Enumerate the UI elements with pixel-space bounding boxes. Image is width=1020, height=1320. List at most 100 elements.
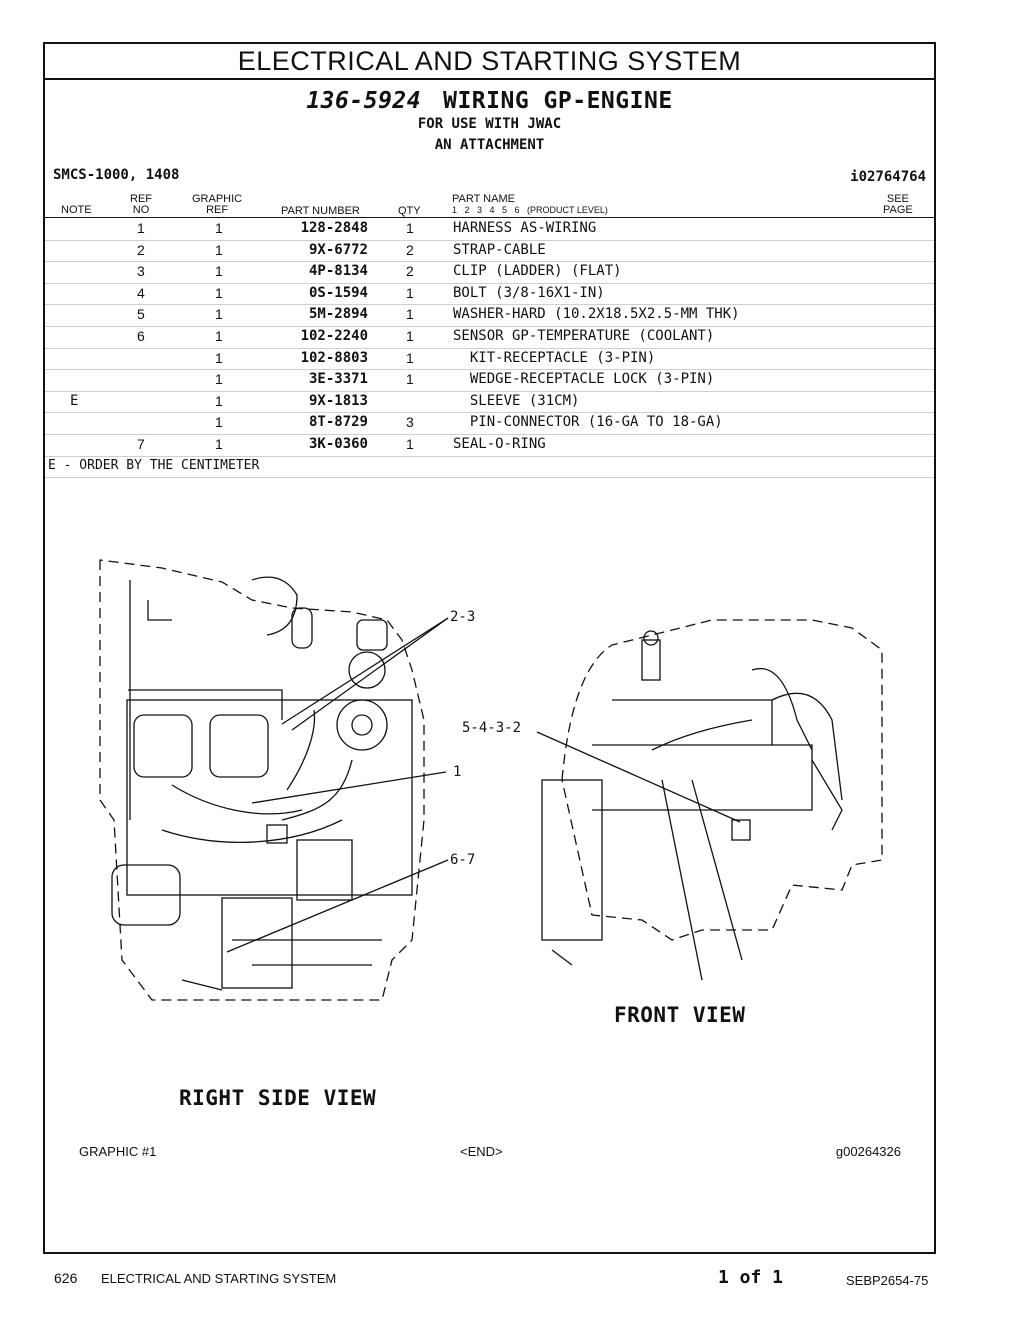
smcs-code: SMCS-1000, 1408 <box>53 167 180 183</box>
row-qty: 3 <box>406 414 414 431</box>
row-graphic-ref: 1 <box>215 392 223 409</box>
header-part-number: PART NUMBER <box>281 205 360 217</box>
group-subtitle-2: AN ATTACHMENT <box>434 137 545 153</box>
header-rule <box>45 217 934 218</box>
header-see-line2: PAGE <box>883 204 913 216</box>
table-row: 1 102-8803 1 KIT-RECEPTACLE (3-PIN) <box>45 348 934 371</box>
row-part-number: 128-2848 <box>300 220 368 236</box>
row-part-name: STRAP-CABLE <box>453 241 546 258</box>
table-row: 2 1 9X-6772 2 STRAP-CABLE <box>45 240 934 263</box>
row-part-number: 9X-6772 <box>308 241 368 258</box>
row-qty: 1 <box>406 328 414 344</box>
header-note: NOTE <box>61 204 92 216</box>
row-ref: 6 <box>137 328 145 344</box>
header-part-name-line1: PART NAME <box>452 193 515 205</box>
callout-1: 1 <box>453 764 462 780</box>
row-qty: 1 <box>406 436 414 452</box>
row-part-number: 102-2240 <box>300 328 368 344</box>
table-row: E 1 9X-1813 SLEEVE (31CM) <box>45 391 934 414</box>
header-part-name: PART NAME 1 2 3 4 5 6 (PRODUCT LEVEL) <box>452 194 608 216</box>
header-graphic-ref: GRAPHIC REF <box>192 194 242 216</box>
row-ref: 3 <box>137 263 145 280</box>
header-ref-line1: REF <box>130 193 152 205</box>
document-number: SEBP2654-75 <box>846 1273 929 1288</box>
graphic-number: GRAPHIC #1 <box>79 1144 157 1159</box>
row-qty: 2 <box>406 241 414 258</box>
page-number: 626 <box>54 1270 78 1286</box>
row-part-name: WEDGE-RECEPTACLE LOCK (3-PIN) <box>453 371 715 388</box>
row-ref: 5 <box>137 306 145 323</box>
row-graphic-ref: 1 <box>215 220 223 236</box>
table-row: 1 3E-3371 1 WEDGE-RECEPTACLE LOCK (3-PIN… <box>45 369 934 392</box>
row-part-number: 4P-8134 <box>308 263 368 280</box>
group-subtitle-1: FOR USE WITH JWAC <box>417 116 562 132</box>
callout-5-4-3-2: 5-4-3-2 <box>462 720 522 736</box>
row-graphic-ref: 1 <box>215 284 223 301</box>
right-side-view-label: RIGHT SIDE VIEW <box>179 1086 377 1110</box>
header-qty: QTY <box>398 205 421 217</box>
row-part-number: 0S-1594 <box>308 284 368 301</box>
row-ref: 4 <box>137 284 145 301</box>
page-count: 1 of 1 <box>718 1267 784 1288</box>
footnote-rule <box>45 477 934 478</box>
row-graphic-ref: 1 <box>215 349 223 366</box>
callout-6-7: 6-7 <box>450 852 476 868</box>
row-part-number: 9X-1813 <box>308 392 368 409</box>
end-marker: <END> <box>460 1144 503 1159</box>
header-see-line1: SEE <box>886 193 909 205</box>
header-graphic-line1: GRAPHIC <box>192 193 243 205</box>
right-side-view-drawing <box>99 559 425 1001</box>
system-title: ELECTRICAL AND STARTING SYSTEM <box>45 44 934 80</box>
row-ref: 7 <box>137 436 145 452</box>
front-view-drawing <box>541 619 883 981</box>
row-part-name: SENSOR GP-TEMPERATURE (COOLANT) <box>453 328 715 344</box>
row-part-name: HARNESS AS-WIRING <box>453 220 597 236</box>
front-view-label: FRONT VIEW <box>614 1003 746 1027</box>
table-row: 4 1 0S-1594 1 BOLT (3/8-16X1-IN) <box>45 283 934 306</box>
header-see-page: SEE PAGE <box>883 194 913 216</box>
table-row: 7 1 3K-0360 1 SEAL-O-RING <box>45 434 934 457</box>
header-ref-line2: NO <box>132 204 150 216</box>
row-part-number: 3E-3371 <box>308 371 368 388</box>
callout-2-3: 2-3 <box>450 609 476 625</box>
footnote: E - ORDER BY THE CENTIMETER <box>48 458 260 473</box>
table-row: 5 1 5M-2894 1 WASHER-HARD (10.2X18.5X2.5… <box>45 304 934 327</box>
row-note: E <box>70 392 79 409</box>
table-row: 1 8T-8729 3 PIN-CONNECTOR (16-GA TO 18-G… <box>45 412 934 435</box>
group-title-line: 136-5924 WIRING GP-ENGINE <box>45 88 934 114</box>
group-header: 136-5924 WIRING GP-ENGINE FOR USE WITH JW… <box>45 88 934 156</box>
row-part-name: WASHER-HARD (10.2X18.5X2.5-MM THK) <box>453 306 740 323</box>
row-part-name: CLIP (LADDER) (FLAT) <box>453 263 622 280</box>
document-ident: i02764764 <box>850 169 926 185</box>
row-part-name: PIN-CONNECTOR (16-GA TO 18-GA) <box>453 414 723 431</box>
row-part-name: BOLT (3/8-16X1-IN) <box>453 284 605 301</box>
row-graphic-ref: 1 <box>215 306 223 323</box>
header-product-level: 1 2 3 4 5 6 (PRODUCT LEVEL) <box>452 205 608 215</box>
engine-drawing <box>99 559 883 1001</box>
header-ref: REF NO <box>130 194 152 216</box>
table-row: 3 1 4P-8134 2 CLIP (LADDER) (FLAT) <box>45 261 934 284</box>
row-qty: 1 <box>406 306 414 323</box>
graphic-id: g00264326 <box>835 1144 901 1159</box>
row-part-number: 8T-8729 <box>308 414 368 431</box>
header-graphic-line2: REF <box>206 204 229 216</box>
row-graphic-ref: 1 <box>215 263 223 280</box>
row-part-number: 3K-0360 <box>308 436 368 452</box>
row-graphic-ref: 1 <box>215 371 223 388</box>
row-graphic-ref: 1 <box>215 414 223 431</box>
row-qty: 2 <box>406 263 414 280</box>
row-qty: 1 <box>406 349 414 366</box>
table-row: 6 1 102-2240 1 SENSOR GP-TEMPERATURE (CO… <box>45 326 934 349</box>
row-ref: 1 <box>137 220 145 236</box>
row-graphic-ref: 1 <box>215 436 223 452</box>
row-qty: 1 <box>406 220 414 236</box>
row-part-name: SEAL-O-RING <box>453 436 546 452</box>
row-part-name: KIT-RECEPTACLE (3-PIN) <box>453 349 656 366</box>
group-name: WIRING GP-ENGINE <box>443 88 673 114</box>
row-ref: 2 <box>137 241 145 258</box>
row-qty: 1 <box>406 371 414 388</box>
group-number: 136-5924 <box>306 88 422 114</box>
row-part-number: 5M-2894 <box>308 306 368 323</box>
table-row: 1 1 128-2848 1 HARNESS AS-WIRING <box>45 218 934 241</box>
